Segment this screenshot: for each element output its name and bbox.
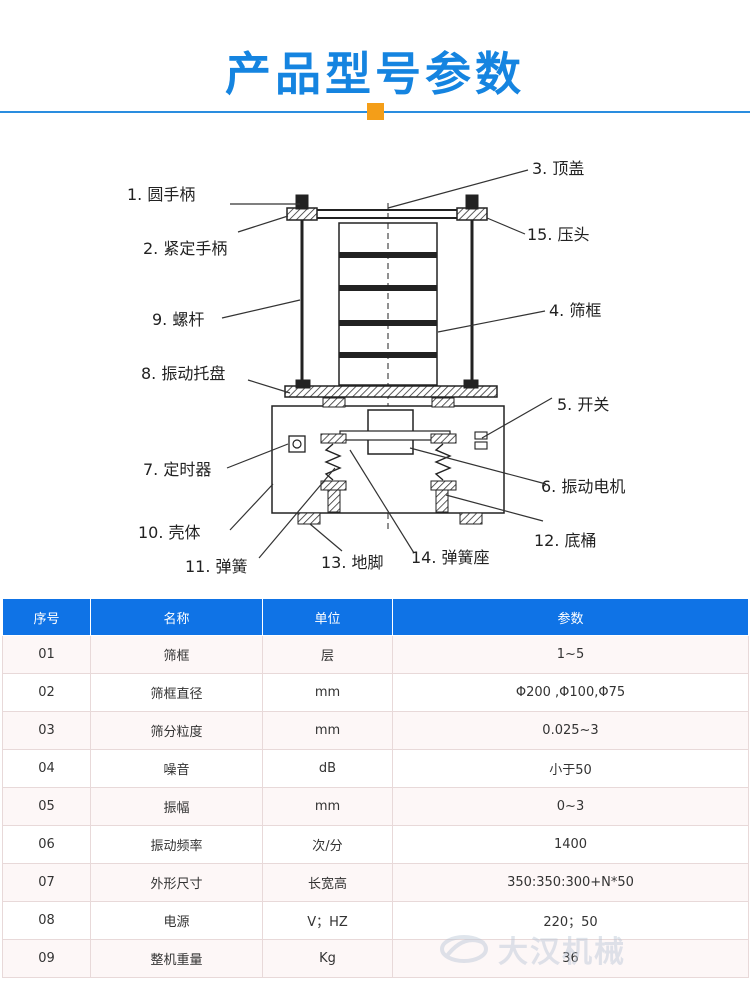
- cell-name: 电源: [90, 901, 263, 940]
- table-row: 04 噪音 dB 小于50: [2, 749, 749, 788]
- cell-unit: dB: [262, 749, 393, 788]
- cell-name: 外形尺寸: [90, 863, 263, 902]
- cell-index: 01: [2, 635, 91, 674]
- cell-unit: 次/分: [262, 825, 393, 864]
- cell-param: 36: [392, 939, 749, 978]
- cell-param: 0.025~3: [392, 711, 749, 750]
- table-row: 07 外形尺寸 长宽高 350:350:300+N*50: [2, 863, 749, 902]
- label-round-handle: 1. 圆手柄: [127, 185, 195, 204]
- label-foot: 13. 地脚: [321, 553, 384, 572]
- table-row: 03 筛分粒度 mm 0.025~3: [2, 711, 749, 750]
- label-bottom-bucket: 12. 底桶: [534, 531, 597, 550]
- cell-name: 整机重量: [90, 939, 263, 978]
- machine-drawing: [271, 194, 505, 533]
- cell-name: 筛分粒度: [90, 711, 263, 750]
- col-header-name: 名称: [90, 598, 263, 636]
- table-row: 01 筛框 层 1~5: [2, 635, 749, 674]
- col-header-unit: 单位: [262, 598, 393, 636]
- label-top-cover: 3. 顶盖: [532, 159, 584, 178]
- cell-name: 筛框: [90, 635, 263, 674]
- cell-name: 振幅: [90, 787, 263, 826]
- sieve-shaker-diagram: 1. 圆手柄 2. 紧定手柄 3. 顶盖 4. 筛框 5. 开关 6. 振动电机…: [120, 148, 660, 578]
- cell-param: Φ200 ,Φ100,Φ75: [392, 673, 749, 712]
- cell-name: 振动频率: [90, 825, 263, 864]
- cell-param: 0~3: [392, 787, 749, 826]
- cell-param: 350:350:300+N*50: [392, 863, 749, 902]
- cell-name: 筛框直径: [90, 673, 263, 712]
- cell-index: 03: [2, 711, 91, 750]
- label-sieve-frame: 4. 筛框: [549, 301, 601, 320]
- cell-unit: 长宽高: [262, 863, 393, 902]
- cell-unit: mm: [262, 711, 393, 750]
- label-lock-handle: 2. 紧定手柄: [143, 239, 227, 258]
- cell-param: 220；50: [392, 901, 749, 940]
- label-spring: 11. 弹簧: [185, 557, 248, 576]
- title-accent-square: [367, 103, 384, 120]
- col-header-index: 序号: [2, 598, 91, 636]
- cell-unit: mm: [262, 673, 393, 712]
- table-header-row: 序号 名称 单位 参数: [2, 598, 749, 636]
- cell-unit: Kg: [262, 939, 393, 978]
- cell-index: 02: [2, 673, 91, 712]
- label-vibration-motor: 6. 振动电机: [541, 477, 625, 496]
- label-screw-rod: 9. 螺杆: [152, 310, 204, 329]
- spec-table: 序号 名称 单位 参数 01 筛框 层 1~5 02 筛框直径 mm Φ200 …: [2, 598, 749, 978]
- cell-param: 1~5: [392, 635, 749, 674]
- cell-unit: 层: [262, 635, 393, 674]
- table-row: 06 振动频率 次/分 1400: [2, 825, 749, 864]
- label-timer: 7. 定时器: [143, 460, 211, 479]
- cell-index: 05: [2, 787, 91, 826]
- table-row: 09 整机重量 Kg 36: [2, 939, 749, 978]
- page-title: 产品型号参数: [225, 47, 525, 101]
- label-press-head: 15. 压头: [527, 225, 590, 244]
- cell-index: 09: [2, 939, 91, 978]
- cell-unit: mm: [262, 787, 393, 826]
- cell-index: 08: [2, 901, 91, 940]
- cell-param: 1400: [392, 825, 749, 864]
- label-spring-seat: 14. 弹簧座: [411, 548, 490, 567]
- label-switch: 5. 开关: [557, 395, 609, 414]
- table-row: 02 筛框直径 mm Φ200 ,Φ100,Φ75: [2, 673, 749, 712]
- cell-unit: V；HZ: [262, 901, 393, 940]
- cell-index: 06: [2, 825, 91, 864]
- cell-name: 噪音: [90, 749, 263, 788]
- col-header-param: 参数: [392, 598, 749, 636]
- cell-index: 04: [2, 749, 91, 788]
- label-vibration-tray: 8. 振动托盘: [141, 364, 225, 383]
- cell-param: 小于50: [392, 749, 749, 788]
- table-row: 08 电源 V；HZ 220；50: [2, 901, 749, 940]
- label-housing: 10. 壳体: [138, 523, 201, 542]
- cell-index: 07: [2, 863, 91, 902]
- table-row: 05 振幅 mm 0~3: [2, 787, 749, 826]
